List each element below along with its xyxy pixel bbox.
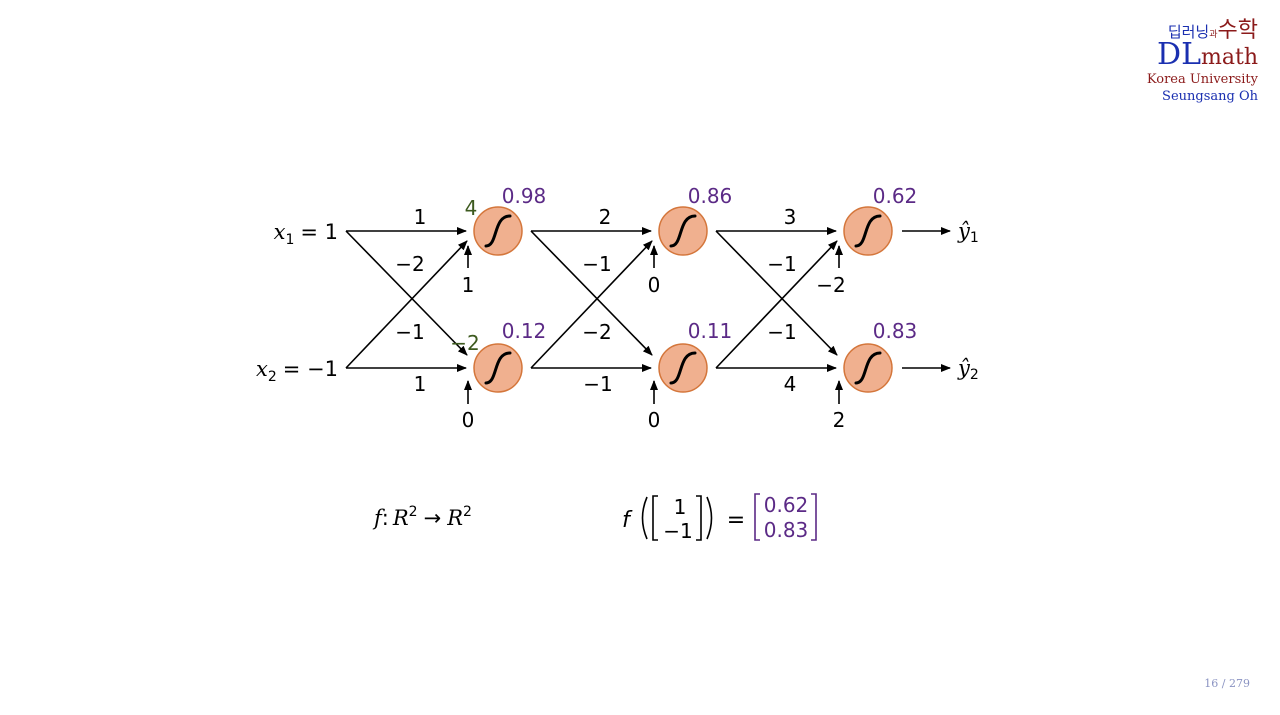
- eval-equals: =: [727, 508, 745, 533]
- edge-x2-h1a: [345, 240, 468, 369]
- weight-label: 1: [414, 372, 427, 396]
- weight-label: −1: [582, 252, 611, 276]
- weight-label: −1: [583, 372, 612, 396]
- neuron-h1b: [473, 343, 523, 393]
- sigmoid-icon: [854, 214, 882, 248]
- weight-label: 2: [599, 205, 612, 229]
- edge-h1b-h2a: [530, 240, 653, 369]
- logo-university: Korea University: [1146, 72, 1258, 87]
- bias-label-outa: −2: [816, 273, 845, 297]
- eval-f: f: [622, 508, 633, 533]
- evaluation-formula: f 1 −1 = 0.62 0.83: [622, 493, 817, 543]
- bias-label-h2a: 0: [648, 273, 661, 297]
- sigmoid-icon: [484, 351, 512, 385]
- bias-label-outb: 2: [833, 408, 846, 432]
- map-formula: f:R2→R2: [372, 504, 472, 530]
- logo-korean-conj: 과: [1209, 30, 1218, 40]
- logo-dl: DL: [1157, 37, 1201, 72]
- input-label-x2: x2= −1: [256, 357, 338, 385]
- page-number: 16 / 279: [1204, 677, 1250, 690]
- neuron-outa: [843, 206, 893, 256]
- edge-h1a-h2b: [530, 230, 653, 356]
- activation-label-h1a: 0.98: [502, 184, 547, 208]
- preactivation-label-h1b: −2: [450, 331, 479, 355]
- sigmoid-icon: [484, 214, 512, 248]
- weight-label: −1: [395, 320, 424, 344]
- activation-label-h2b: 0.11: [688, 319, 733, 343]
- logo-author: Seungsang Oh: [1162, 89, 1258, 104]
- logo-korean-right: 수학: [1217, 18, 1258, 43]
- bias-label-h1b: 0: [462, 408, 475, 432]
- edge-h2b-outa: [715, 240, 838, 369]
- sigmoid-icon: [669, 214, 697, 248]
- output-vector-entry: 0.62: [764, 493, 809, 517]
- sigmoid-icon: [669, 351, 697, 385]
- weight-label: 1: [414, 205, 427, 229]
- output-vector-entry: 0.83: [764, 518, 809, 542]
- preactivation-label-h1a: 4: [465, 196, 478, 220]
- activation-label-outb: 0.83: [873, 319, 918, 343]
- edge-h2a-outb: [715, 230, 838, 356]
- weight-label: −2: [582, 320, 611, 344]
- weight-label: −1: [767, 252, 796, 276]
- output-label-y1: ŷ1: [957, 219, 979, 246]
- logo: 딥러닝과수학 DLmath Korea University Seungsang…: [1146, 18, 1258, 104]
- activation-label-h1b: 0.12: [502, 319, 547, 343]
- activation-label-outa: 0.62: [873, 184, 918, 208]
- weight-label: −2: [395, 252, 424, 276]
- neuron-h1a: [473, 206, 523, 256]
- neuron-h2b: [658, 343, 708, 393]
- input-label-x1: x1= 1: [274, 220, 338, 248]
- bias-label-h1a: 1: [462, 273, 475, 297]
- weight-label: −1: [767, 320, 796, 344]
- logo-math: math: [1201, 45, 1258, 70]
- neuron-h2a: [658, 206, 708, 256]
- weight-label: 4: [784, 372, 797, 396]
- output-label-y2: ŷ2: [957, 356, 979, 383]
- input-vector-entry: 1: [674, 495, 687, 519]
- bias-label-h2b: 0: [648, 408, 661, 432]
- sigmoid-icon: [854, 351, 882, 385]
- logo-korean-left: 딥러닝: [1167, 23, 1210, 41]
- neuron-outb: [843, 343, 893, 393]
- activation-label-h2a: 0.86: [688, 184, 733, 208]
- edge-x1-h1b: [345, 230, 468, 356]
- weight-label: 3: [784, 205, 797, 229]
- input-vector-entry: −1: [663, 519, 692, 543]
